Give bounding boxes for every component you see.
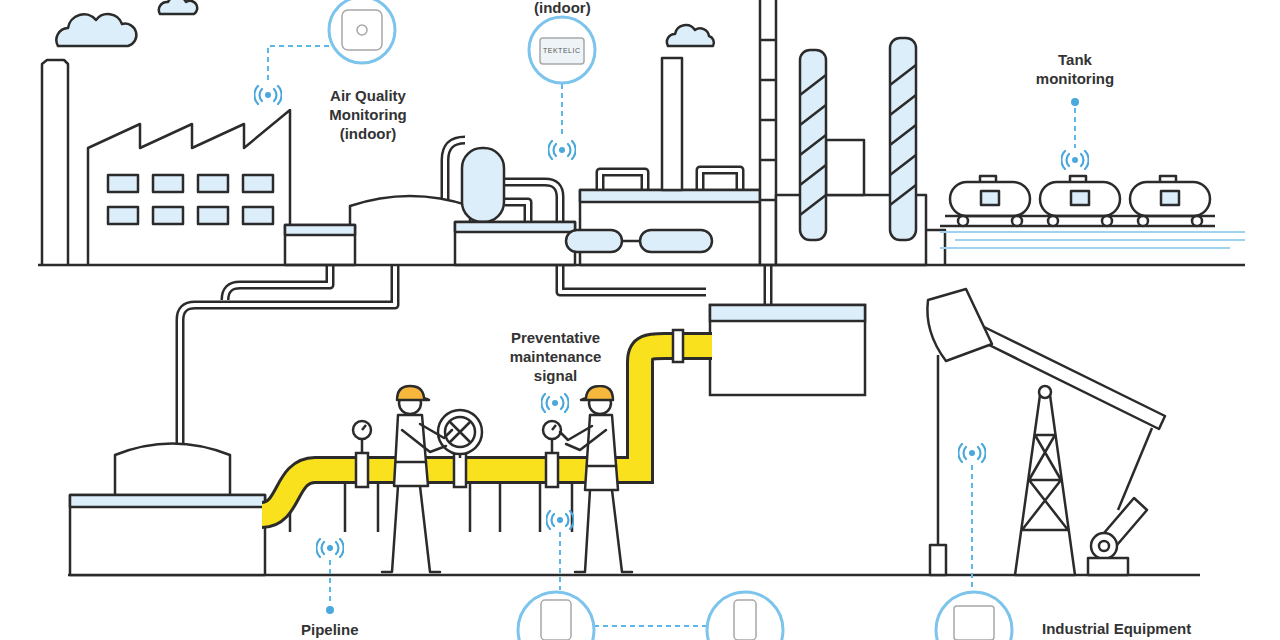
pumpjack	[927, 289, 1165, 575]
wireless-icons	[254, 86, 1088, 557]
rail-ground	[940, 232, 1245, 248]
ground-lines	[38, 265, 1245, 575]
valve-box	[710, 305, 865, 395]
callout-label: Preventative maintenance signal	[491, 328, 620, 385]
pipe-supports	[290, 480, 572, 532]
factory	[42, 60, 290, 265]
workers	[382, 386, 632, 572]
callout-label: Air Quality Monitoring (indoor)	[306, 86, 430, 143]
yellow-pipeline	[262, 346, 712, 515]
storage-tank	[70, 444, 265, 576]
sensor-devices	[342, 10, 994, 640]
leader-lines	[268, 46, 1075, 626]
tank-cars	[940, 176, 1215, 226]
sensor-circles	[329, 0, 1012, 640]
callout-label: Tank monitoring	[1018, 50, 1132, 88]
callout-label: (indoor)	[532, 0, 593, 15]
callout-label: Industrial Equipment	[1040, 620, 1193, 637]
leader-dots	[326, 98, 1079, 614]
callout-label: Pipeline	[299, 621, 361, 638]
refinery	[285, 0, 945, 265]
device-brand: TEKTELIC	[543, 47, 580, 55]
